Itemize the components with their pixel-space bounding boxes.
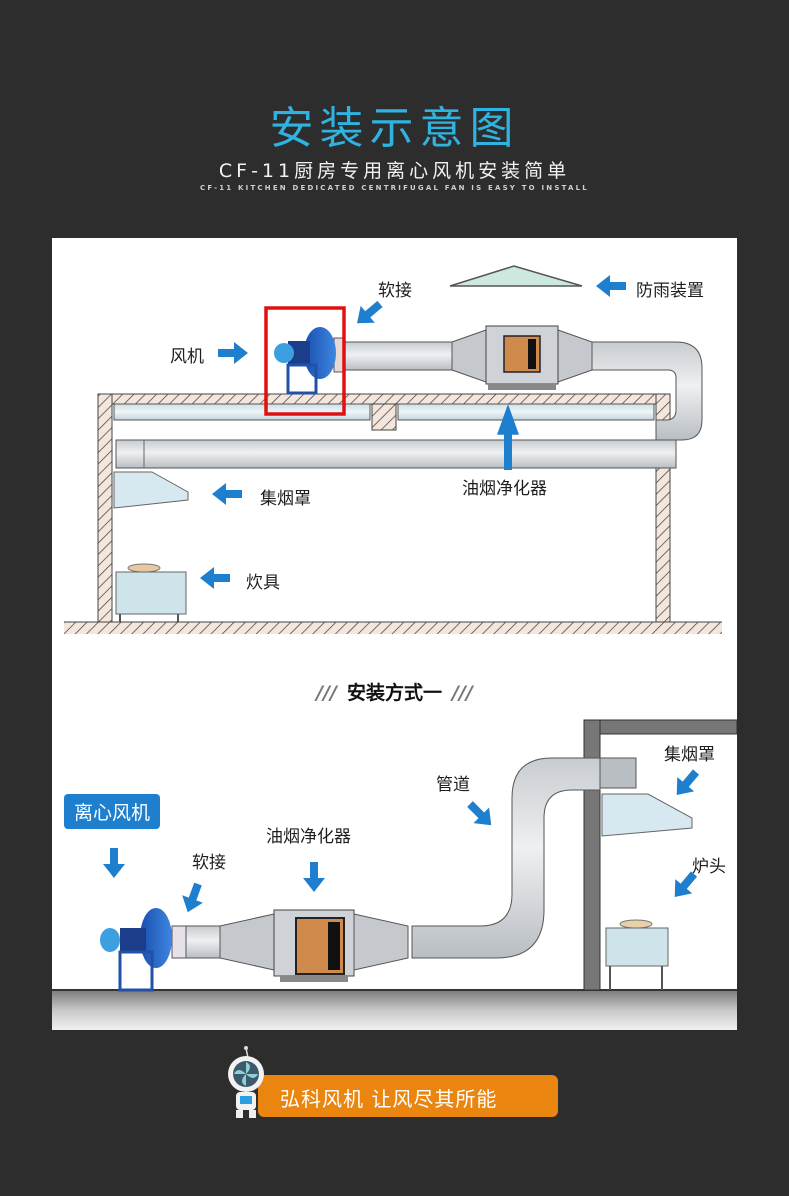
- section-deco-left: ///: [316, 682, 337, 704]
- ground: [64, 622, 722, 634]
- range-hood: [113, 471, 189, 509]
- section-title-text: 安装方式一: [346, 682, 442, 704]
- fan-bottom: [100, 908, 172, 992]
- diagram-panel: 风机 软接 防雨装置 油烟净化器 集烟罩 炊具 /// 安装方式一 /// 离心风机…: [52, 238, 737, 1030]
- beam: [371, 403, 397, 431]
- left-wall: [97, 393, 113, 631]
- installation-diagram: [52, 265, 737, 1030]
- burner: [605, 919, 669, 990]
- label-burner: 炉头: [692, 857, 726, 877]
- label-soft-joint-bottom: 软接: [192, 853, 226, 873]
- centrifugal-fan-badge: 离心风机: [64, 794, 161, 829]
- section-title: /// 安装方式一 ///: [52, 678, 737, 705]
- fan-highlight-box: [264, 306, 346, 416]
- label-hood-bottom: 集烟罩: [664, 745, 715, 765]
- arrow-centrifugal-fan: [103, 848, 125, 878]
- duct-bend: [591, 341, 703, 441]
- label-fan: 风机: [170, 347, 204, 367]
- label-hood: 集烟罩: [260, 489, 311, 509]
- arrow-fan: [218, 342, 248, 364]
- label-soft-joint: 软接: [378, 281, 412, 301]
- arrow-duct: [462, 796, 499, 833]
- arrow-hood: [212, 483, 242, 505]
- label-duct: 管道: [436, 775, 470, 795]
- arrow-stove: [200, 567, 230, 589]
- footer-slogan: 弘科风机 让风尽其所能: [280, 1087, 498, 1111]
- arrow-hood-bottom: [668, 764, 705, 803]
- indoor-duct: [115, 439, 677, 469]
- fan-top: [274, 327, 336, 395]
- range-hood-bottom: [601, 793, 693, 837]
- label-purifier-bottom: 油烟净化器: [266, 827, 351, 847]
- label-purifier: 油烟净化器: [462, 479, 547, 499]
- roof-slab: [97, 393, 659, 405]
- s-duct: [411, 757, 601, 959]
- ceiling-panel: [113, 403, 371, 421]
- label-rain-guard: 防雨装置: [636, 281, 704, 301]
- stove: [115, 563, 187, 622]
- section-deco-right: ///: [452, 682, 473, 704]
- soft-joint-bottom: [171, 925, 187, 959]
- page-title: 安装示意图: [269, 103, 520, 154]
- roof-duct: [341, 341, 463, 371]
- label-stove: 炊具: [246, 573, 280, 593]
- footer-slogan-bar: 弘科风机 让风尽其所能: [258, 1075, 558, 1117]
- arrow-soft-joint-bottom: [177, 880, 209, 916]
- page-subtitle-english: CF-11 KITCHEN DEDICATED CENTRIFUGAL FAN …: [200, 184, 589, 192]
- arrow-purifier-bottom: [303, 862, 325, 892]
- page-subtitle: CF-11厨房专用离心风机安装简单: [218, 160, 571, 182]
- floor: [52, 990, 737, 1030]
- fan-mascot-icon: [228, 1046, 264, 1118]
- rain-guard: [449, 265, 583, 287]
- ceiling-panel: [397, 403, 655, 421]
- arrow-rain-guard: [596, 275, 626, 297]
